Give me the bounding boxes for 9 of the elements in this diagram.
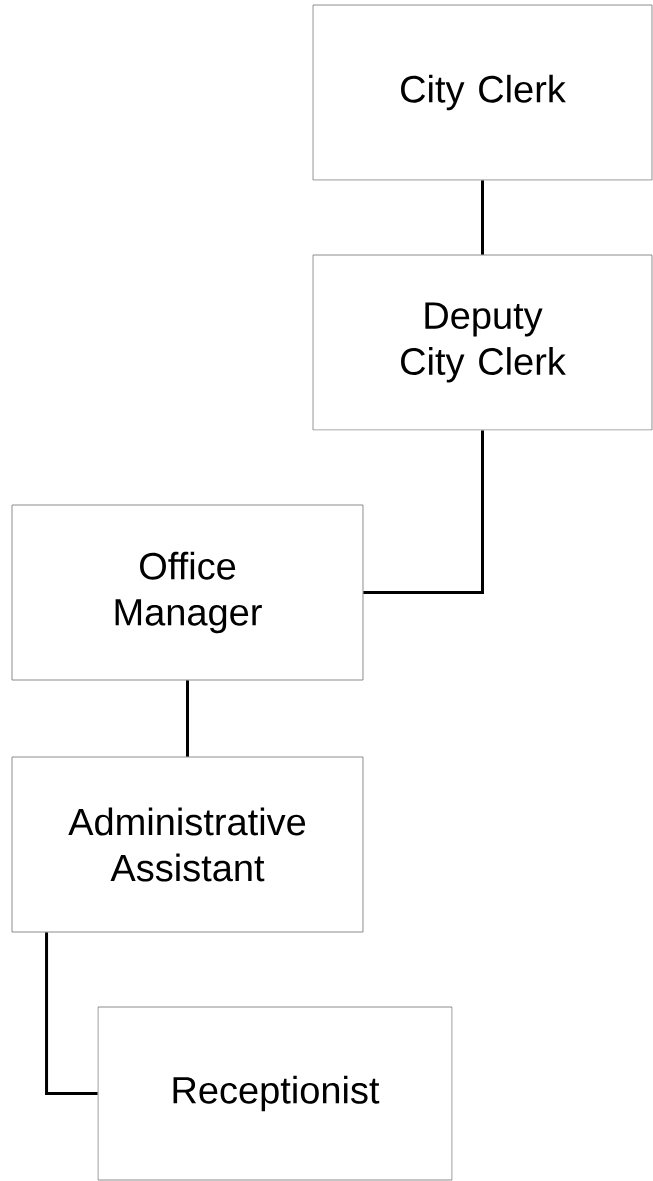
title-box: Receptionist xyxy=(97,1006,453,1181)
connector-line xyxy=(186,680,189,757)
title-box: Office Manager xyxy=(11,504,364,681)
connector-line xyxy=(45,932,98,1095)
connector-line xyxy=(363,430,484,594)
connector-line xyxy=(481,180,484,255)
title-box: City Clerk xyxy=(312,4,653,181)
title-box: Administrative Assistant xyxy=(11,756,364,933)
title-box: Deputy City Clerk xyxy=(312,254,653,431)
